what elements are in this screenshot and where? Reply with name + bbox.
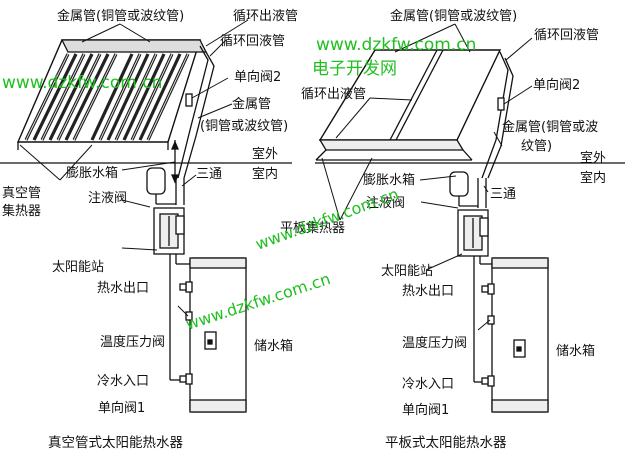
flat-plate-collector [315, 49, 502, 161]
label-temp-pressure-valve-left: 温度压力阀 [100, 334, 165, 350]
label-cold-in-right: 冷水入口 [402, 377, 454, 392]
right-system: 金属管(铜管或波纹管) 循环回液管 循环出液管 单向阀2 金属管(铜管或波 纹管… [280, 8, 625, 451]
watermark-1: www.dzkfw.com.cn [2, 73, 162, 93]
storage-tank-right [473, 257, 549, 413]
left-leader-lines [19, 19, 249, 317]
label-temp-pressure-valve-right: 温度压力阀 [402, 335, 467, 351]
label-outdoor-right: 室外 [580, 150, 606, 166]
label-tee-right: 三通 [490, 187, 516, 202]
watermark-2: www.dzkfw.com.cn [316, 35, 476, 55]
label-vac-tube-1: 真空管 [2, 186, 41, 201]
label-cold-in-left: 冷水入口 [97, 374, 149, 389]
label-check-valve-1-right: 单向阀1 [402, 402, 449, 418]
right-labels: 金属管(铜管或波纹管) 循环回液管 循环出液管 单向阀2 金属管(铜管或波 纹管… [280, 8, 606, 451]
label-metal-pipe-top-left: 金属管(铜管或波纹管) [57, 8, 184, 24]
label-metal-pipe-2a-right: 金属管(铜管或波 [502, 119, 598, 135]
caption-left: 真空管式太阳能热水器 [48, 435, 183, 451]
solar-station-left [153, 207, 190, 268]
label-flat-collector: 平板集热器 [280, 220, 345, 236]
label-tee-left: 三通 [196, 167, 222, 182]
watermark-3: 电子开发网 [312, 59, 397, 79]
label-vac-tube-2: 集热器 [2, 203, 41, 219]
label-outdoor-left: 室外 [252, 146, 278, 162]
vacuum-tube-collector [16, 39, 208, 150]
label-circ-out-right: 循环出液管 [301, 87, 366, 102]
check-valve-2-left [185, 93, 193, 107]
solar-station-right [457, 209, 492, 268]
left-labels: 金属管(铜管或波纹管) 循环出液管 循环回液管 单向阀2 金属管 (铜管或波纹管… [2, 8, 298, 451]
label-fill-valve-right: 注液阀 [366, 196, 405, 211]
label-metal-pipe-2b-left: (铜管或波纹管) [200, 119, 288, 134]
left-system: 金属管(铜管或波纹管) 循环出液管 循环回液管 单向阀2 金属管 (铜管或波纹管… [0, 8, 298, 451]
label-hot-out-right: 热水出口 [402, 284, 454, 299]
label-solar-station-left: 太阳能站 [52, 260, 104, 275]
label-circ-return-left: 循环回液管 [220, 34, 285, 49]
right-leader-lines [321, 23, 533, 331]
caption-right: 平板式太阳能热水器 [385, 435, 507, 451]
label-check-valve-1-left: 单向阀1 [98, 400, 145, 416]
label-metal-pipe-2b-right: 纹管) [521, 139, 552, 154]
label-indoor-right: 室内 [580, 170, 606, 186]
label-metal-pipe-top-right: 金属管(铜管或波纹管) [390, 8, 517, 24]
left-circulation-pipes [171, 45, 215, 205]
label-expansion-tank-left: 膨胀水箱 [66, 165, 118, 181]
label-circ-out-left: 循环出液管 [233, 9, 298, 24]
watermark-4: www.dzkfw.com.cn [253, 184, 401, 253]
check-valve-2-right [497, 97, 505, 111]
label-hot-out-left: 热水出口 [97, 281, 149, 296]
label-check-valve-2-left: 单向阀2 [234, 69, 281, 85]
label-check-valve-2-right: 单向阀2 [533, 77, 580, 93]
label-storage-tank-left: 储水箱 [254, 338, 293, 354]
storage-tank-left [169, 257, 247, 413]
label-storage-tank-right: 储水箱 [556, 343, 595, 359]
label-expansion-tank-right: 膨胀水箱 [363, 172, 415, 188]
expansion-tank-right [449, 171, 478, 207]
label-solar-station-right: 太阳能站 [381, 264, 433, 279]
label-circ-return-right: 循环回液管 [534, 28, 599, 43]
label-metal-pipe-2a-left: 金属管 [232, 96, 271, 112]
label-fill-valve-left: 注液阀 [88, 191, 127, 206]
expansion-tank-left [146, 167, 176, 205]
label-indoor-left: 室内 [252, 166, 278, 182]
